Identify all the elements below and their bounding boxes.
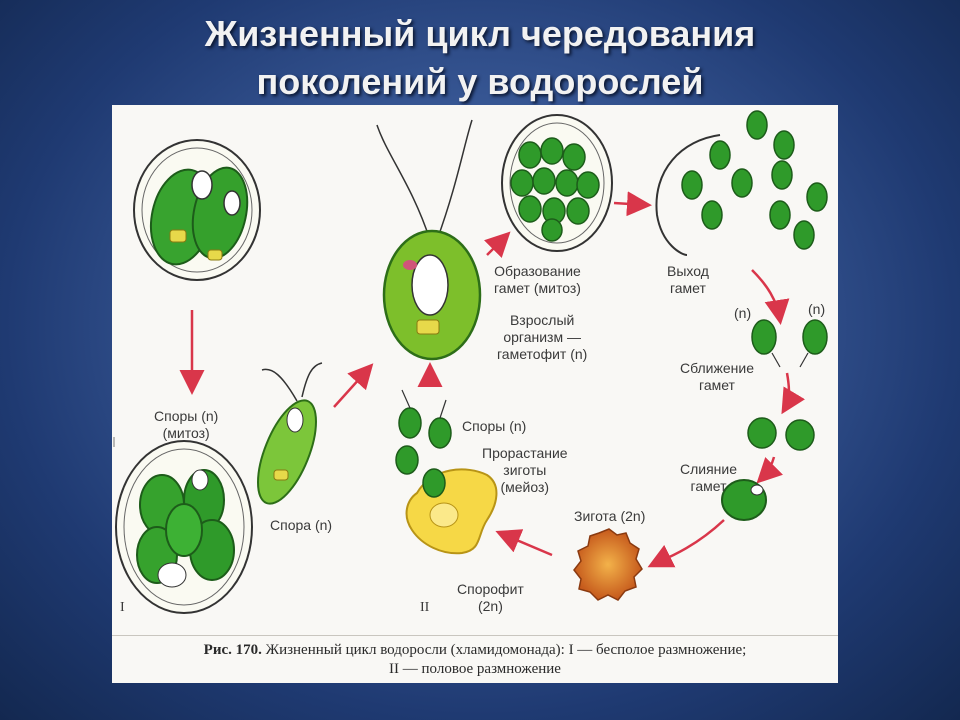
label-gamete-approach: Сближение гамет <box>680 360 754 393</box>
figure-panel: Образование гамет (митоз) Выход гамет Вз… <box>112 105 838 683</box>
label-spores: Споры (n) <box>462 418 527 434</box>
roman-numeral-1: I <box>120 600 125 615</box>
label-n-right: (n) <box>808 301 826 317</box>
caption-divider <box>112 635 838 636</box>
title-line-1: Жизненный цикл чередования <box>204 13 756 54</box>
label-n-left: (n) <box>734 305 752 321</box>
arrow-zygote-to-germination <box>495 529 553 557</box>
label-gamete-release: Выход гамет <box>667 263 709 296</box>
caption-line-2: II — половое размножение <box>389 661 561 677</box>
figure-caption: Рис. 170. Жизненный цикл водоросли (хлам… <box>112 641 838 679</box>
label-gamete-fusion: Слияние гамет <box>680 461 738 494</box>
caption-figure-number: Рис. 170. <box>203 642 262 658</box>
label-gamete-formation: Образование гамет (митоз) <box>494 263 581 296</box>
released-spores <box>398 389 452 449</box>
label-spores-mitosis: Споры (n) (митоз) <box>154 408 219 441</box>
caption-line-1: Жизненный цикл водоросли (хламидомонада)… <box>265 642 747 658</box>
arrow-release-to-approach <box>751 269 790 325</box>
adult-gametophyte <box>376 119 482 361</box>
arrow-to-zygote <box>647 519 725 568</box>
arrow-adult-to-formation <box>484 231 511 258</box>
label-zygote: Зигота (2n) <box>574 508 646 524</box>
slide-title: Жизненный цикл чередования поколений у в… <box>0 10 960 106</box>
single-spore <box>257 362 323 505</box>
germinating-zygote <box>395 445 498 555</box>
label-zygote-germination: Прорастание зиготы (мейоз) <box>482 445 568 495</box>
arrow-approach-to-fusion <box>781 372 806 415</box>
mother-cell-many-spores <box>115 440 253 614</box>
label-adult-organism: Взрослый организм — гаметофит (n) <box>497 312 588 362</box>
gamete-formation-cell <box>501 114 613 252</box>
gametes-approach <box>751 319 828 368</box>
roman-numeral-2: II <box>420 600 430 615</box>
title-line-2: поколений у водорослей <box>256 61 704 102</box>
label-sporophyte: Спорофит (2n) <box>457 581 524 614</box>
gamete-release <box>655 110 828 256</box>
life-cycle-illustration <box>113 110 828 614</box>
zygote <box>573 528 643 601</box>
arrow-to-fused-gamete <box>756 456 783 484</box>
gametes-fusing <box>747 417 815 451</box>
fused-gamete <box>721 479 767 521</box>
arrow-spore-to-adult <box>333 363 374 408</box>
mother-cell-two-spores <box>133 139 261 281</box>
arrow-formation-to-release <box>613 191 652 217</box>
label-spore: Спора (n) <box>270 517 333 533</box>
